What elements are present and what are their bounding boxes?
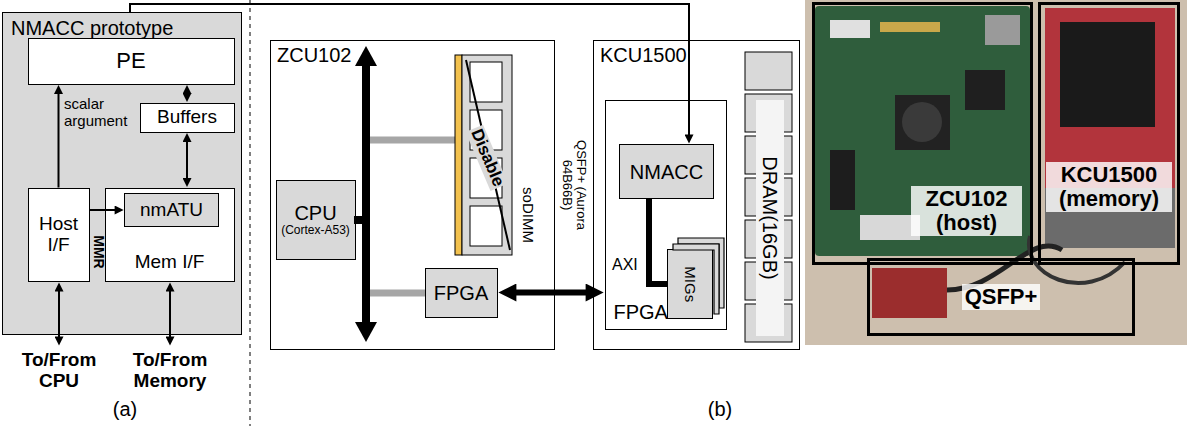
io-label: To/From Memory — [120, 350, 220, 392]
memory-channel-bar — [455, 55, 462, 255]
edge-label: scalar argument — [64, 96, 136, 129]
board-chip — [965, 70, 1005, 110]
divider-line — [249, 0, 251, 426]
bus-label: AXI — [612, 256, 638, 274]
node-text: ZCU102 — [277, 44, 351, 66]
photo-callout-box: ZCU102 (host) — [812, 2, 1033, 265]
node-text: nmATU — [140, 200, 203, 221]
zcu-board — [815, 6, 1030, 256]
node-text: Buffers — [157, 107, 217, 128]
mig-stack — [678, 238, 724, 308]
node-text: KCU1500 (memory) — [1046, 162, 1172, 212]
accelerator-box: NMACC — [619, 144, 714, 199]
kcu-heatsink — [1060, 22, 1155, 127]
register-label: MMR — [90, 235, 105, 268]
board-connector — [830, 20, 870, 38]
fpga-box: FPGA — [425, 268, 498, 318]
translation-unit-box: nmATU — [124, 193, 219, 227]
node-text: ZCU102 (host) — [911, 186, 1022, 236]
node-text: NMACC prototype — [11, 17, 173, 39]
node-text: MIGs — [682, 266, 699, 302]
bus-arrowhead — [355, 46, 377, 66]
io-label: To/From CPU — [14, 350, 104, 392]
node-text: FPGA — [614, 301, 668, 323]
board-pins — [880, 22, 940, 32]
board-connector — [985, 15, 1020, 45]
node-text: KCU1500 — [600, 44, 687, 66]
connector — [186, 137, 188, 184]
node-text: (Cortex-A53) — [281, 224, 350, 237]
link-label: QSFP+ (Aurora 64B66B) — [560, 129, 589, 241]
photo-ground — [805, 0, 1187, 345]
pe-box: PE — [28, 38, 235, 85]
connector — [507, 290, 596, 296]
cpu-io-arrow — [58, 286, 60, 342]
photo-callout-box: QSFP+ — [867, 258, 1135, 336]
subfigure-label: (a) — [97, 398, 153, 420]
board-chip — [895, 95, 950, 150]
connector — [90, 209, 121, 211]
module-label: soDIMM — [520, 187, 537, 243]
interface-box: Host I/F — [28, 188, 90, 282]
qsfp-board — [872, 268, 947, 318]
board-slot — [830, 150, 855, 210]
node-text: QSFP+ — [962, 284, 1041, 310]
board-fan — [902, 102, 942, 142]
connector — [649, 199, 667, 284]
prototype-panel: NMACC prototypePE BuffersHost I/F Mem I/F n… — [2, 12, 242, 335]
board-box: ZCU102CPU(Cortex-A53) FPGA — [270, 40, 555, 350]
node-text: NMACC — [630, 161, 703, 183]
node-text: PE — [116, 49, 145, 73]
memory-label: DRAM(16GB) — [759, 154, 781, 281]
fpga-bus-link — [370, 290, 425, 297]
node-text: FPGA — [434, 282, 488, 304]
status-label: Disable — [466, 125, 508, 192]
mig-box: MIGs — [667, 249, 713, 319]
disable-slash — [466, 60, 510, 250]
node-text: Host I/F — [31, 214, 87, 256]
fpga-box: FPGA NMACC MIGs — [605, 100, 727, 330]
dimm-slot — [470, 206, 502, 246]
connector — [130, 4, 689, 140]
interface-box: Mem I/F nmATU — [105, 188, 235, 282]
cpu-bus-link — [354, 216, 366, 224]
node-text: Mem I/F — [135, 252, 205, 273]
bus-arrowhead — [355, 322, 377, 342]
dram-chip — [745, 304, 792, 342]
photo-callout-box: KCU1500 (memory) — [1038, 2, 1180, 265]
mig-stack — [673, 244, 719, 314]
connector — [186, 89, 188, 99]
dram-chip — [745, 52, 792, 90]
cpu-box: CPU(Cortex-A53) — [276, 180, 356, 260]
node-text: CPU — [294, 202, 336, 224]
dram-panel — [756, 100, 784, 336]
connector — [58, 89, 60, 188]
dram-chip — [745, 94, 792, 132]
system-bus — [362, 62, 370, 326]
buffer-box: Buffers — [140, 103, 235, 133]
dimm-slot — [470, 62, 502, 102]
sodimm-module — [462, 55, 512, 255]
memory-io-arrow — [169, 286, 171, 342]
subfigure-label: (b) — [692, 398, 748, 420]
memory-bus-link — [370, 137, 455, 144]
